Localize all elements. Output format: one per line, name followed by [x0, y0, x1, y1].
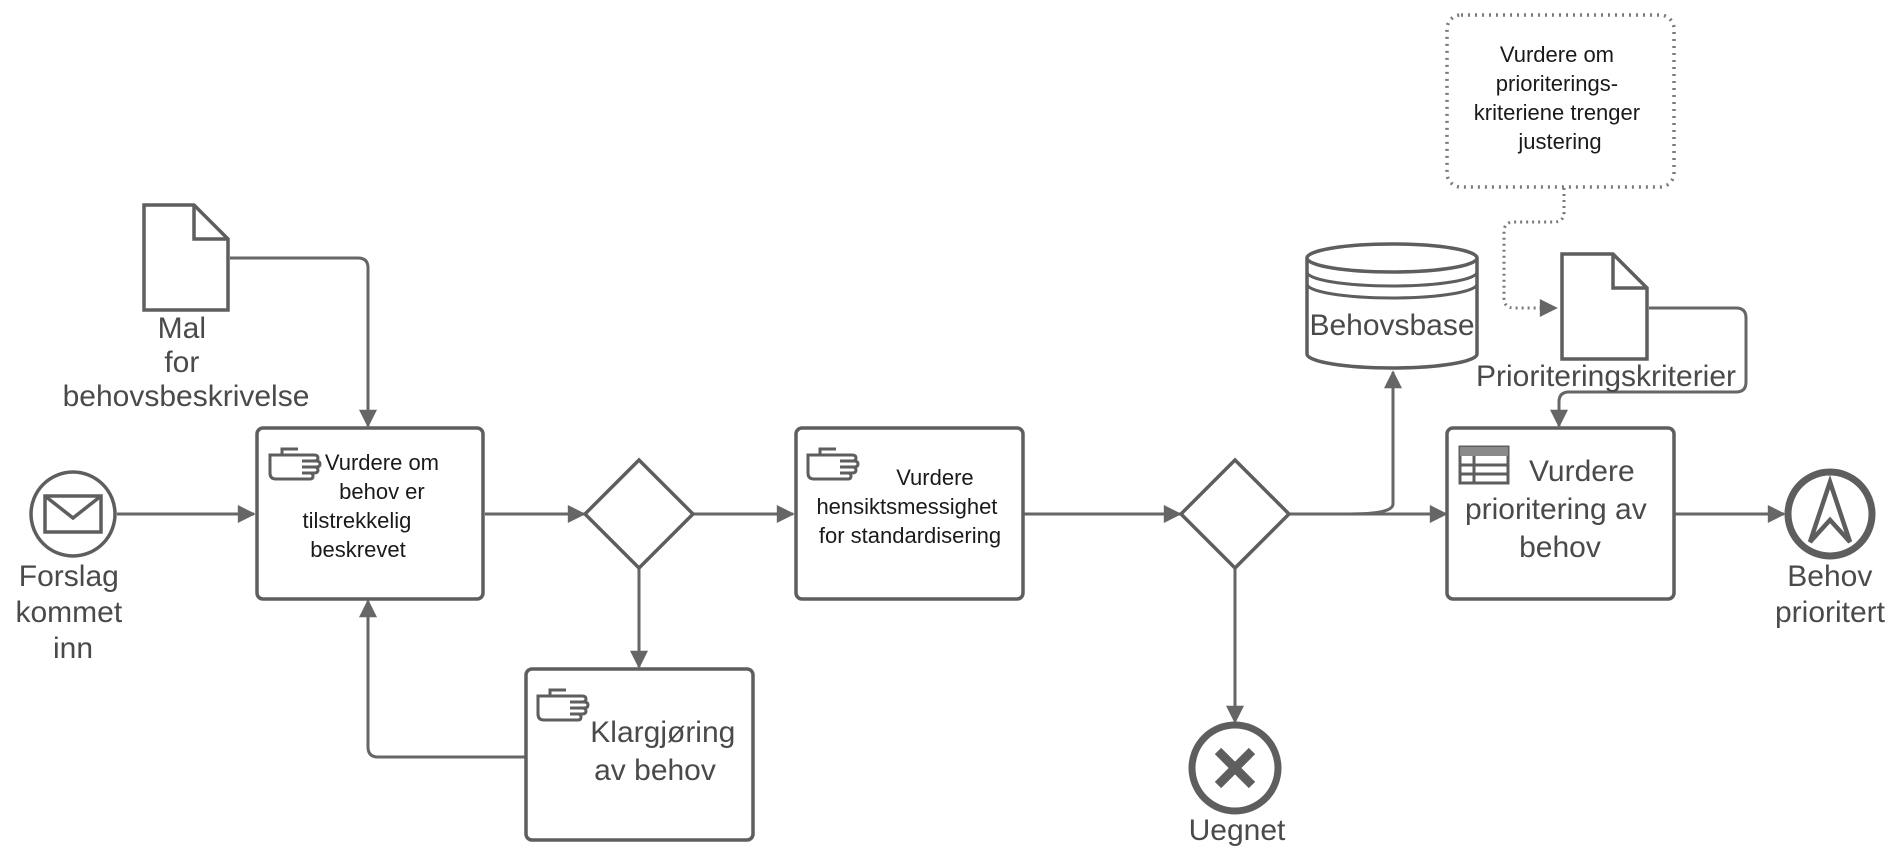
svg-text:Uegnet: Uegnet	[1189, 814, 1286, 847]
task-clarify[interactable]: Klargjøring av behov	[524, 667, 755, 842]
edges	[117, 188, 1786, 759]
annotation-label-3: kriteriene trenger	[1474, 100, 1640, 125]
annotation-label-4: justering	[1517, 129, 1601, 154]
svg-text:Behov prioritert: Behov prioritert	[1775, 560, 1886, 629]
manual-task-hand-icon	[268, 447, 322, 481]
criteria-doc-label: Prioriteringskriterier	[1476, 360, 1736, 393]
task-standardization-label-3: for standardisering	[819, 523, 1001, 548]
svg-text:Prioriteringskriterier: Prioriteringskriterier	[1476, 360, 1736, 393]
manual-task-hand-icon	[536, 688, 590, 722]
svg-text:Mal for behovsbesk: Mal for behovsbeskrivelse	[63, 312, 310, 413]
task-assess-label-3: tilstrekkelig	[303, 508, 412, 533]
end-event-uegnet: Uegnet	[1188, 721, 1286, 847]
svg-text:Forslag kommet inn: Forslag kommet inn	[15, 560, 130, 665]
business-rule-table-icon	[1458, 445, 1510, 485]
task-clarify-label-2: av behov	[594, 754, 716, 787]
template-document: Mal for behovsbeskrivelse	[63, 203, 310, 413]
annotation-connector	[1502, 188, 1566, 317]
end-prioritized-label-1: Behov	[1787, 560, 1872, 593]
assoc-criteria-to-priority	[1550, 306, 1748, 428]
flow-clarify-to-assess	[359, 599, 526, 759]
envelope-icon	[43, 494, 103, 534]
start-event-label-3: inn	[53, 632, 93, 665]
task-priority-label-2: prioritering av	[1465, 493, 1647, 526]
database-store: Behovsbase	[1305, 242, 1479, 370]
task-assess-priority[interactable]: Vurdere prioritering av behov	[1445, 426, 1676, 601]
text-annotation: Vurdere om prioriterings- kriteriene tre…	[1445, 13, 1676, 189]
task-assess-label-4: beskrevet	[310, 537, 405, 562]
template-doc-label-3: behovsbeskrivelse	[63, 380, 310, 413]
svg-text:Vurdere prioritering av: Vurdere prioritering av behov	[1465, 455, 1655, 564]
task-assess-description[interactable]: Vurdere om behov er tilstrekkelig beskre…	[255, 426, 485, 601]
assoc-to-database	[1349, 370, 1402, 516]
svg-text:Vurdere hensiktsmessighe: Vurdere hensiktsmessighet for standardis…	[816, 465, 1003, 548]
annotation-label-2: prioriterings-	[1496, 71, 1618, 96]
exclusive-gateway-2	[1178, 457, 1292, 571]
task-standardization-label-1: Vurdere	[896, 465, 973, 490]
end-event-prioritized: Behov prioritert	[1775, 468, 1886, 629]
escalation-arrow-icon	[1807, 474, 1853, 544]
svg-text:Vurdere om prioriterings: Vurdere om prioriterings- kriteriene tre…	[1474, 42, 1646, 154]
task-assess-standardization[interactable]: Vurdere hensiktsmessighet for standardis…	[794, 426, 1025, 601]
end-uegnet-label: Uegnet	[1189, 814, 1286, 847]
svg-text:Vurdere om behov er: Vurdere om behov er tilstrekkelig beskre…	[303, 450, 446, 562]
end-prioritized-label-2: prioritert	[1775, 596, 1886, 629]
start-event: Forslag kommet inn	[15, 470, 130, 665]
task-assess-label-1: Vurdere om	[325, 450, 439, 475]
svg-text:Klargjøring av behov: Klargjøring av behov	[590, 716, 743, 787]
start-event-label-1: Forslag	[19, 560, 119, 593]
x-mark-icon	[1214, 747, 1256, 789]
task-priority-label-3: behov	[1519, 531, 1601, 564]
criteria-document: Prioriteringskriterier	[1476, 252, 1736, 393]
task-priority-label-1: Vurdere	[1529, 455, 1635, 488]
exclusive-gateway-1	[582, 457, 696, 571]
task-clarify-label-1: Klargjøring	[590, 716, 735, 749]
task-standardization-label-2: hensiktsmessighet	[816, 494, 997, 519]
annotation-label-1: Vurdere om	[1500, 42, 1614, 67]
template-doc-label-2: for	[164, 346, 199, 379]
database-label: Behovsbase	[1309, 309, 1474, 342]
manual-task-hand-icon	[806, 447, 860, 481]
template-doc-label-1: Mal	[158, 312, 206, 345]
assoc-template-to-assess	[230, 256, 377, 428]
task-assess-label-2: behov er	[339, 479, 425, 504]
start-event-label-2: kommet	[15, 596, 122, 629]
svg-text:Behovsbase: Behovsbase	[1309, 309, 1474, 342]
